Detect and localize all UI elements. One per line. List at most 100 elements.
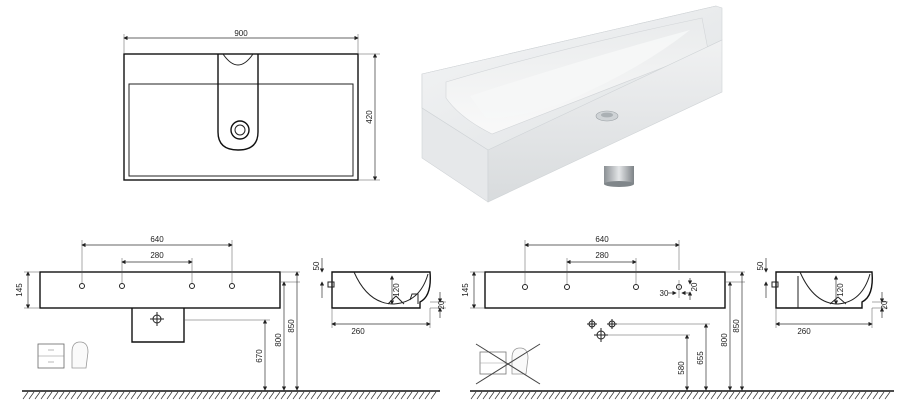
floor-hatch-stroke	[52, 391, 59, 400]
front-right-dim-145: 145	[461, 283, 470, 297]
side-left-tap-stub	[327, 281, 335, 288]
drain-inner	[234, 124, 246, 136]
floor-hatch-stroke	[76, 391, 83, 400]
floor-hatch-stroke	[602, 391, 609, 400]
floor-hatch-stroke	[190, 391, 197, 400]
floor-hatch-stroke	[848, 391, 855, 400]
render-waste-pipe	[604, 166, 634, 184]
floor-hatch-stroke	[566, 391, 573, 400]
floor-hatch-stroke	[512, 391, 519, 400]
floor-hatch-stroke	[418, 391, 425, 400]
floor-hatch-stroke	[620, 391, 627, 400]
floor-hatch-stroke	[536, 391, 543, 400]
front-right-dim-30: 30	[660, 289, 669, 298]
front-right-hole-3	[633, 284, 639, 290]
wall-fitting-1	[587, 319, 597, 329]
floor-hatch-stroke	[506, 391, 513, 400]
floor-hatch-stroke	[430, 391, 437, 400]
floor-hatch-stroke	[530, 391, 537, 400]
floor-hatch-stroke	[542, 391, 549, 400]
floor-hatch-stroke	[626, 391, 633, 400]
front-right-dim-580: 580	[677, 361, 686, 375]
floor-hatch-stroke	[148, 391, 155, 400]
crossed-fixtures-icon	[475, 343, 541, 385]
floor-hatch-stroke	[166, 391, 173, 400]
floor-hatch-stroke	[782, 391, 789, 400]
floor-hatch-stroke	[584, 391, 591, 400]
tap-cutout	[222, 53, 254, 66]
floor-hatch-stroke	[752, 391, 759, 400]
tap-deck	[217, 54, 259, 151]
floor-hatch-stroke	[590, 391, 597, 400]
floor-hatch-stroke	[482, 391, 489, 400]
side-left-dim-260: 260	[351, 327, 365, 336]
wall-drain-fitting	[594, 328, 608, 342]
floor-hatch-stroke	[214, 391, 221, 400]
floor-hatch-stroke	[250, 391, 257, 400]
side-left-body	[331, 271, 431, 309]
front-left-hole-4	[229, 283, 235, 289]
floor-hatch-stroke	[352, 391, 359, 400]
toilet-icon	[71, 341, 89, 369]
floor-hatch-stroke	[704, 391, 711, 400]
floor-hatch-stroke	[412, 391, 419, 400]
floor-hatch-stroke	[238, 391, 245, 400]
floor-hatch-right	[470, 391, 891, 400]
floor-hatch-stroke	[136, 391, 143, 400]
floor-hatch-stroke	[106, 391, 113, 400]
front-right-hole-2	[564, 284, 570, 290]
floor-hatch-stroke	[710, 391, 717, 400]
front-right-dim-640: 640	[595, 235, 609, 244]
floor-hatch-stroke	[100, 391, 107, 400]
floor-hatch-stroke	[46, 391, 53, 400]
floor-hatch-stroke	[644, 391, 651, 400]
floor-hatch-stroke	[698, 391, 705, 400]
floor-hatch-stroke	[734, 391, 741, 400]
floor-hatch-stroke	[256, 391, 263, 400]
floor-hatch-stroke	[788, 391, 795, 400]
floor-hatch-stroke	[328, 391, 335, 400]
front-left-hole-3	[189, 283, 195, 289]
floor-hatch-stroke	[208, 391, 215, 400]
floor-hatch-stroke	[286, 391, 293, 400]
floor-hatch-stroke	[130, 391, 137, 400]
floor-hatch-stroke	[202, 391, 209, 400]
front-left-hole-1	[79, 283, 85, 289]
floor-hatch-stroke	[836, 391, 843, 400]
floor-hatch-stroke	[668, 391, 675, 400]
floor-hatch-stroke	[40, 391, 47, 400]
floor-hatch-stroke	[758, 391, 765, 400]
floor-hatch-stroke	[812, 391, 819, 400]
front-right-dim-20: 20	[690, 282, 699, 291]
side-right-body	[775, 271, 873, 309]
front-left-dim-670: 670	[255, 349, 264, 363]
floor-hatch-stroke	[232, 391, 239, 400]
floor-hatch-stroke	[614, 391, 621, 400]
floor-hatch-stroke	[650, 391, 657, 400]
side-right-dim-260: 260	[797, 327, 811, 336]
floor-hatch-stroke	[124, 391, 131, 400]
front-right-dim-800: 800	[720, 333, 729, 347]
front-left-dim-800: 800	[274, 333, 283, 347]
side-left-dim-50: 50	[312, 261, 321, 270]
floor-hatch-stroke	[88, 391, 95, 400]
floor-hatch-stroke	[346, 391, 353, 400]
floor-hatch-stroke	[596, 391, 603, 400]
floor-hatch-stroke	[746, 391, 753, 400]
side-right-dim-50: 50	[756, 261, 765, 270]
floor-hatch-stroke	[830, 391, 837, 400]
floor-hatch-stroke	[334, 391, 341, 400]
floor-hatch-stroke	[394, 391, 401, 400]
floor-hatch-stroke	[692, 391, 699, 400]
floor-hatch-stroke	[370, 391, 377, 400]
front-right-dim-280: 280	[595, 251, 609, 260]
floor-hatch-stroke	[184, 391, 191, 400]
floor-hatch-stroke	[196, 391, 203, 400]
front-left-dim-850: 850	[287, 319, 296, 333]
floor-hatch-stroke	[22, 391, 29, 400]
floor-hatch-stroke	[776, 391, 783, 400]
floor-hatch-stroke	[280, 391, 287, 400]
floor-hatch-stroke	[470, 391, 477, 400]
front-view-left: 640 280 145 670 800 850	[15, 235, 440, 400]
floor-hatch-stroke	[476, 391, 483, 400]
